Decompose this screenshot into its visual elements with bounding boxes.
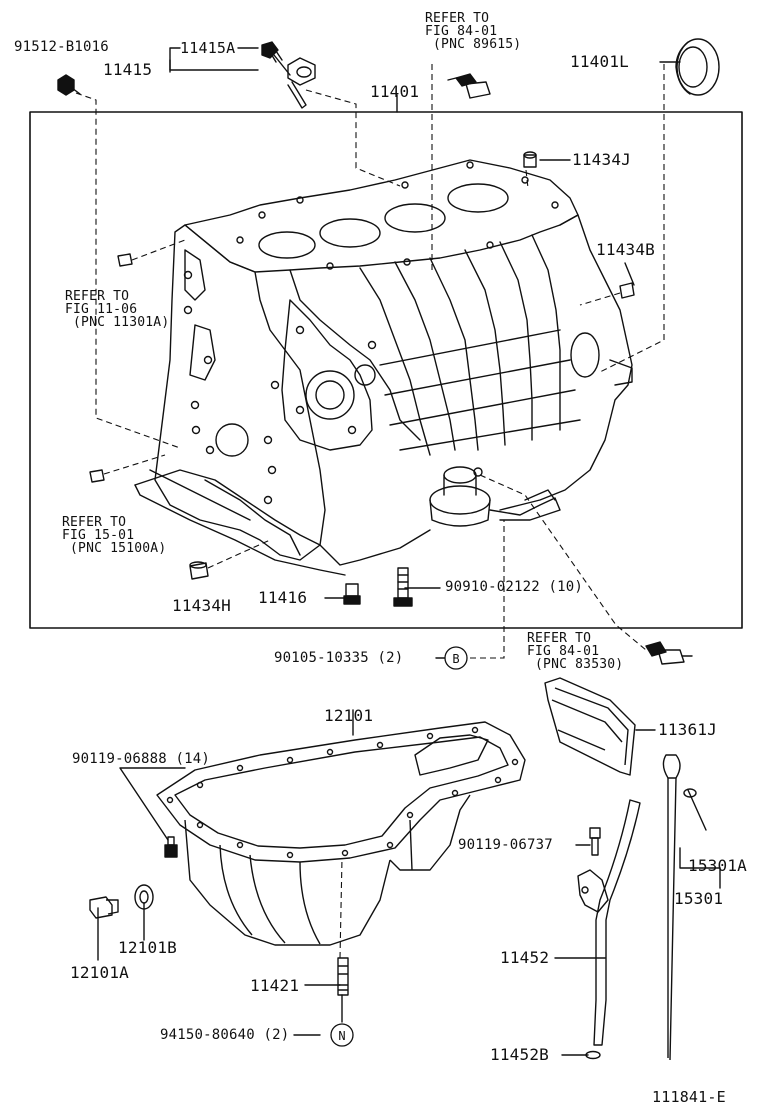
callout-n: N bbox=[330, 1023, 354, 1047]
label-15301: 15301 bbox=[674, 889, 724, 908]
ref-fig-15-01: REFER TO FIG 15-01 (PNC 15100A) bbox=[62, 516, 166, 555]
label-90119-06888: 90119-06888 (14) bbox=[72, 751, 211, 767]
label-11415: 11415 bbox=[103, 60, 153, 79]
label-11416: 11416 bbox=[258, 588, 308, 607]
ref-line-1: REFER TO bbox=[527, 631, 592, 646]
pin-15100-ref bbox=[89, 469, 105, 483]
pin-11434b bbox=[619, 282, 635, 299]
label-90105-10335: 90105-10335 (2) bbox=[274, 650, 404, 666]
callout-n-text: N bbox=[338, 1029, 345, 1043]
label-11434j: 11434J bbox=[572, 150, 631, 169]
label-91512-b1016: 91512-B1016 bbox=[14, 39, 109, 55]
ref-line-2: FIG 84-01 bbox=[425, 24, 498, 39]
label-11434b: 11434B bbox=[596, 240, 655, 259]
label-11401: 11401 bbox=[370, 82, 420, 101]
ref-line-1: REFER TO bbox=[62, 515, 127, 530]
ref-line-3: (PNC 11301A) bbox=[65, 315, 170, 330]
oil-seal-11401l bbox=[675, 38, 720, 96]
ref-line-2: FIG 84-01 bbox=[527, 644, 600, 659]
label-11452: 11452 bbox=[500, 948, 550, 967]
engine-block-frame bbox=[29, 111, 743, 629]
ref-line-3: (PNC 83530) bbox=[527, 657, 624, 672]
label-90910-02122: 90910-02122 (10) bbox=[445, 579, 584, 595]
ref-line-1: REFER TO bbox=[65, 289, 130, 304]
label-90119-06737: 90119-06737 bbox=[458, 837, 553, 853]
label-12101: 12101 bbox=[324, 706, 374, 725]
pin-11434h bbox=[189, 561, 209, 580]
label-94150-80640: 94150-80640 (2) bbox=[160, 1027, 290, 1043]
label-11452b: 11452B bbox=[490, 1045, 549, 1064]
label-12101b: 12101B bbox=[118, 938, 177, 957]
ref-line-2: FIG 15-01 bbox=[62, 528, 135, 543]
label-11421: 11421 bbox=[250, 976, 300, 995]
label-11361j: 11361J bbox=[658, 720, 717, 739]
ref-line-3: (PNC 15100A) bbox=[62, 541, 167, 556]
sensor-83530 bbox=[645, 641, 693, 665]
bolt-11416 bbox=[343, 583, 361, 605]
union-11415 bbox=[287, 57, 316, 109]
ref-line-1: REFER TO bbox=[425, 11, 490, 26]
ref-fig-84-01-83530: REFER TO FIG 84-01 (PNC 83530) bbox=[527, 632, 623, 671]
label-15301a: 15301A bbox=[688, 856, 747, 875]
sensor-89615 bbox=[447, 73, 491, 99]
label-11401l: 11401L bbox=[570, 52, 629, 71]
ref-fig-11-06: REFER TO FIG 11-06 (PNC 11301A) bbox=[65, 290, 169, 329]
callout-b-text: B bbox=[452, 652, 459, 666]
callout-b: B bbox=[444, 646, 468, 670]
label-11415a: 11415A bbox=[180, 39, 236, 57]
bolt-91512 bbox=[57, 74, 81, 96]
label-12101a: 12101A bbox=[70, 963, 129, 982]
pin-11434j bbox=[523, 151, 537, 168]
ref-fig-84-01-89615: REFER TO FIG 84-01 (PNC 89615) bbox=[425, 12, 521, 51]
label-11434h: 11434H bbox=[172, 596, 231, 615]
pin-11301-ref bbox=[117, 253, 133, 267]
ref-line-2: FIG 11-06 bbox=[65, 302, 138, 317]
stud-90910 bbox=[393, 567, 413, 607]
figure-id: 111841-E bbox=[652, 1088, 726, 1106]
cylinder-block-drawing bbox=[134, 159, 633, 576]
ref-line-3: (PNC 89615) bbox=[425, 37, 522, 52]
oil-pan-12101 bbox=[156, 721, 526, 946]
